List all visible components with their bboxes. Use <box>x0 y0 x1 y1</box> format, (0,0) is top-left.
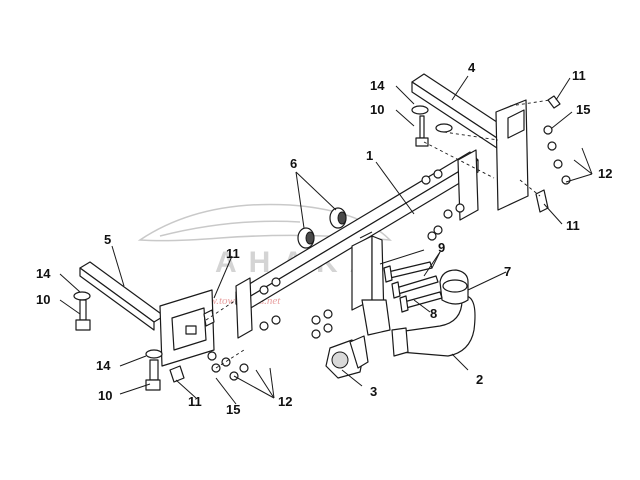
callout-14-right: 14 <box>370 78 385 93</box>
callout-8: 8 <box>430 306 437 321</box>
callout-15-right: 15 <box>576 102 590 117</box>
socket-plate <box>325 335 369 379</box>
main-crossbar <box>235 149 479 339</box>
callout-11-right-bottom: 11 <box>566 218 580 233</box>
callout-3: 3 <box>370 384 377 399</box>
rubber-bumpers <box>297 207 347 249</box>
callout-10-left-bottom: 10 <box>98 388 112 403</box>
callout-5: 5 <box>104 232 111 247</box>
callout-7: 7 <box>504 264 511 279</box>
callout-14-left-bottom: 14 <box>96 358 111 373</box>
callout-10-left-top: 10 <box>36 292 50 307</box>
callout-11-left-top: 11 <box>226 246 240 261</box>
callout-14-left-top: 14 <box>36 266 51 281</box>
callout-1: 1 <box>366 148 373 163</box>
callout-4: 4 <box>468 60 476 75</box>
ball-cover <box>439 269 469 305</box>
callout-2: 2 <box>476 372 483 387</box>
left-side-rail <box>79 261 215 367</box>
callout-9: 9 <box>438 240 445 255</box>
left-rail-fasteners <box>73 291 249 391</box>
crossbar-fasteners <box>259 169 465 339</box>
right-rail-fasteners <box>411 95 571 213</box>
callout-labels: 1 2 3 4 5 6 7 8 9 10 10 10 11 11 11 11 1… <box>36 60 612 417</box>
leader-lines <box>59 75 593 405</box>
right-side-rail <box>411 73 529 211</box>
callout-12-left: 12 <box>278 394 292 409</box>
callout-11-right-top: 11 <box>572 68 586 83</box>
callout-6: 6 <box>290 156 297 171</box>
callout-12-right: 12 <box>598 166 612 181</box>
callout-15-left: 15 <box>226 402 240 417</box>
callout-10-right: 10 <box>370 102 384 117</box>
bolts-set <box>383 261 443 313</box>
callout-11-left-bottom: 11 <box>188 394 202 409</box>
